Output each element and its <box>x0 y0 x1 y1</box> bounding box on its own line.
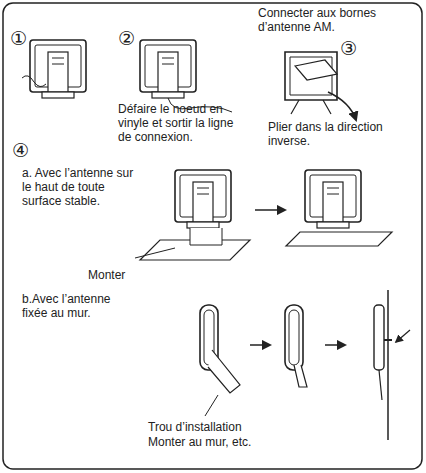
frame <box>3 3 422 469</box>
step-number: ④ <box>12 140 42 160</box>
step-number: ② <box>118 28 148 48</box>
instruction-note: Défaire le noeud en vinyle et sortir la … <box>118 102 246 144</box>
step-number: ③ <box>340 38 370 58</box>
instruction-note: b.Avec l’antenne fixée au mur. <box>22 292 132 320</box>
callout-label: Monter au mur, etc. <box>148 435 298 449</box>
callout-label: Monter <box>88 268 148 282</box>
instruction-note: Plier dans la direction inverse. <box>268 120 393 148</box>
callout-label: Trou d’installation <box>148 420 298 434</box>
step-number: ① <box>10 28 40 48</box>
instruction-note: Connecter aux bornes d’antenne AM. <box>258 6 378 34</box>
instruction-note: a. Avec l’antenne sur le haut de toute s… <box>22 166 144 208</box>
